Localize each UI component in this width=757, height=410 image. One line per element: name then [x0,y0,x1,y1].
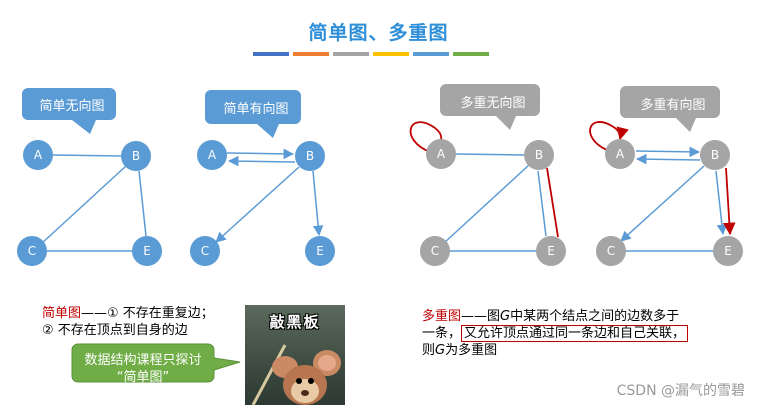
multigraph-text: 一条， [422,326,462,341]
multigraph-text: 中某两个结点之间的边数多于 [510,309,680,324]
stripe-6 [453,52,489,56]
mouse-figure [251,344,341,405]
stripe-5 [413,52,449,56]
callout-label-multi-directed: 多重有向图 [640,98,706,113]
node-e [132,236,162,266]
graph-simple-undirected [17,140,162,266]
meme-caption: 敲黑板 [269,313,321,331]
page-title: 简单图、多重图 [308,22,449,44]
multigraph-definition: 多重图——图G中某两个结点之间的边数多于 一条，又允许顶点通过同一条边和自己关联… [422,308,689,359]
edge-b-e [138,170,147,237]
callout-simple-directed [205,90,301,138]
stripe-4 [373,52,409,56]
node-label-b: B [305,149,315,163]
node-e [305,236,335,266]
node-e [713,236,743,266]
simple-graph-term: 简单图 [42,306,82,321]
node-b [121,141,151,171]
stripe-1 [253,52,289,56]
csdn-watermark: CSDN @漏气的雪碧 [616,383,745,399]
node-label-c: C [430,244,440,258]
edge-a-a-loop [409,121,443,153]
edge-b-to-a [635,153,701,165]
edge-a-a-loop [589,121,629,151]
node-c [190,236,220,266]
multigraph-highlighted-clause: 又允许顶点通过同一条边和自己关联， [461,325,689,342]
callout-label-multi-undirected: 多重无向图 [460,96,526,111]
edge-a-b [52,154,122,157]
node-c [17,236,47,266]
graph-multi-directed [589,121,743,266]
stripe-3 [333,52,369,56]
node-label-c: C [200,244,210,258]
knock-blackboard-meme-image: 敲黑板 [245,305,345,405]
simple-graph-rule-2: ② 不存在顶点到自身的边 [42,323,188,338]
node-a [197,140,227,170]
callout-label-simple-directed: 简单有向图 [223,102,289,117]
edge-b-to-a [227,155,296,167]
graph-simple-directed [190,140,335,266]
note-text: 数据结构课程只探讨 “简单图” [84,353,202,385]
node-label-e: E [724,244,732,258]
node-label-e: E [547,244,555,258]
edge-b-e-1 [537,170,547,237]
node-b [524,140,554,170]
node-a [605,139,635,169]
callout-label-simple-undirected: 简单无向图 [39,99,105,114]
edge-b-to-e [312,170,324,237]
edge-b-to-e-2 [723,167,736,236]
stripe-2 [293,52,329,56]
node-label-a: A [615,147,625,161]
edge-b-c [40,165,127,245]
callout-multi-directed [620,86,720,132]
simple-graph-rule-1: ——① 不存在重复边； [81,306,214,321]
note-callout [71,343,241,383]
node-label-a: A [436,147,446,161]
node-label-b: B [710,148,720,162]
multigraph-term: 多重图 [422,309,462,324]
edge-b-to-c [215,166,300,243]
node-label-c: C [27,244,37,258]
multigraph-text: 则 [422,343,436,358]
multigraph-var: G [500,309,511,324]
node-label-a: A [33,148,43,162]
multigraph-var: G [435,343,446,358]
edge-a-b [455,153,525,156]
simple-graph-definition: 简单图——① 不存在重复边； ② 不存在顶点到自身的边 [42,305,214,339]
edge-b-to-c [620,165,705,242]
edge-b-c [443,164,530,244]
callout-simple-undirected [22,88,116,134]
node-e [536,236,566,266]
callout-multi-undirected [440,84,540,130]
node-label-e: E [143,244,151,258]
multigraph-text: 为多重图 [445,343,498,358]
multigraph-text: ——图 [461,309,501,324]
graph-multi-undirected [409,121,566,266]
node-label-a: A [207,148,217,162]
edge-b-to-e-1 [715,170,728,236]
node-label-c: C [606,244,616,258]
node-label-b: B [131,149,141,163]
node-label-e: E [316,244,324,258]
edge-b-e-2 [546,167,559,238]
node-a [23,140,53,170]
node-b [700,140,730,170]
node-label-b: B [534,148,544,162]
edge-a-to-b [635,146,701,158]
edge-a-to-b [226,148,295,160]
node-c [420,236,450,266]
node-c [596,236,626,266]
node-b [295,141,325,171]
node-a [426,139,456,169]
